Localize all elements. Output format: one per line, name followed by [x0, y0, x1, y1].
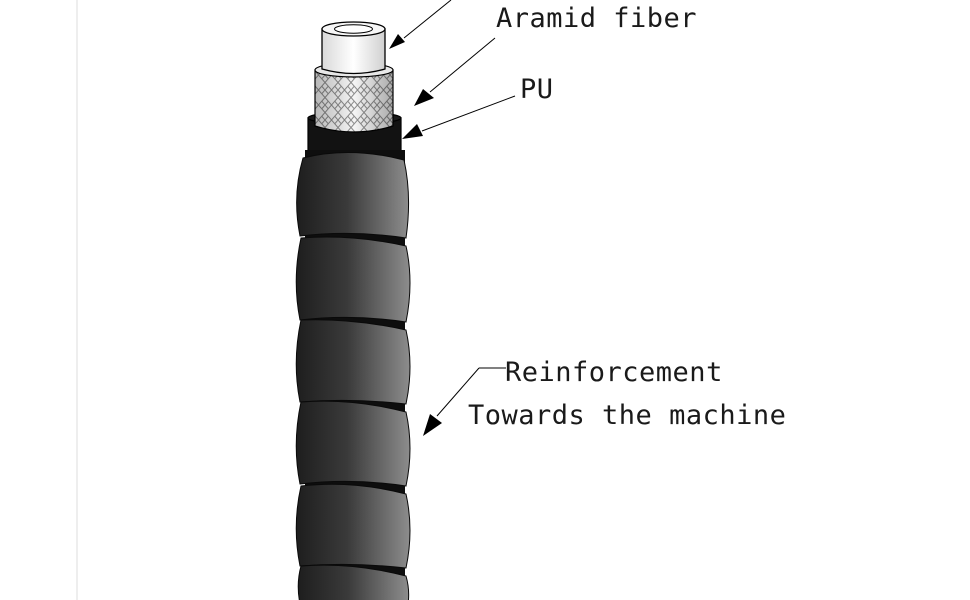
arrowhead — [402, 124, 423, 139]
sleeve-segment — [296, 151, 410, 239]
sleeve-segment — [295, 319, 411, 405]
spiral-reinforcement-sleeve — [295, 151, 411, 600]
label-aramid-fiber: Aramid fiber — [496, 3, 698, 34]
sleeve-segment — [295, 400, 411, 487]
arrowhead — [414, 89, 434, 106]
arrowhead — [423, 414, 442, 436]
arrowhead — [389, 34, 405, 49]
sleeve-segment — [295, 236, 411, 323]
label-towards-the-machine: Towards the machine — [468, 400, 787, 431]
leader-line-pu — [402, 95, 516, 139]
sleeve-segment — [297, 564, 410, 600]
label-pu: PU — [520, 74, 554, 105]
sleeve-segment — [295, 483, 411, 569]
inner-tube — [321, 21, 386, 75]
label-reinforcement: Reinforcement — [505, 357, 723, 388]
leader-line-inner-tube — [389, 0, 452, 49]
leader-line-aramid — [414, 37, 496, 106]
leader-line-reinforcement — [423, 367, 506, 436]
